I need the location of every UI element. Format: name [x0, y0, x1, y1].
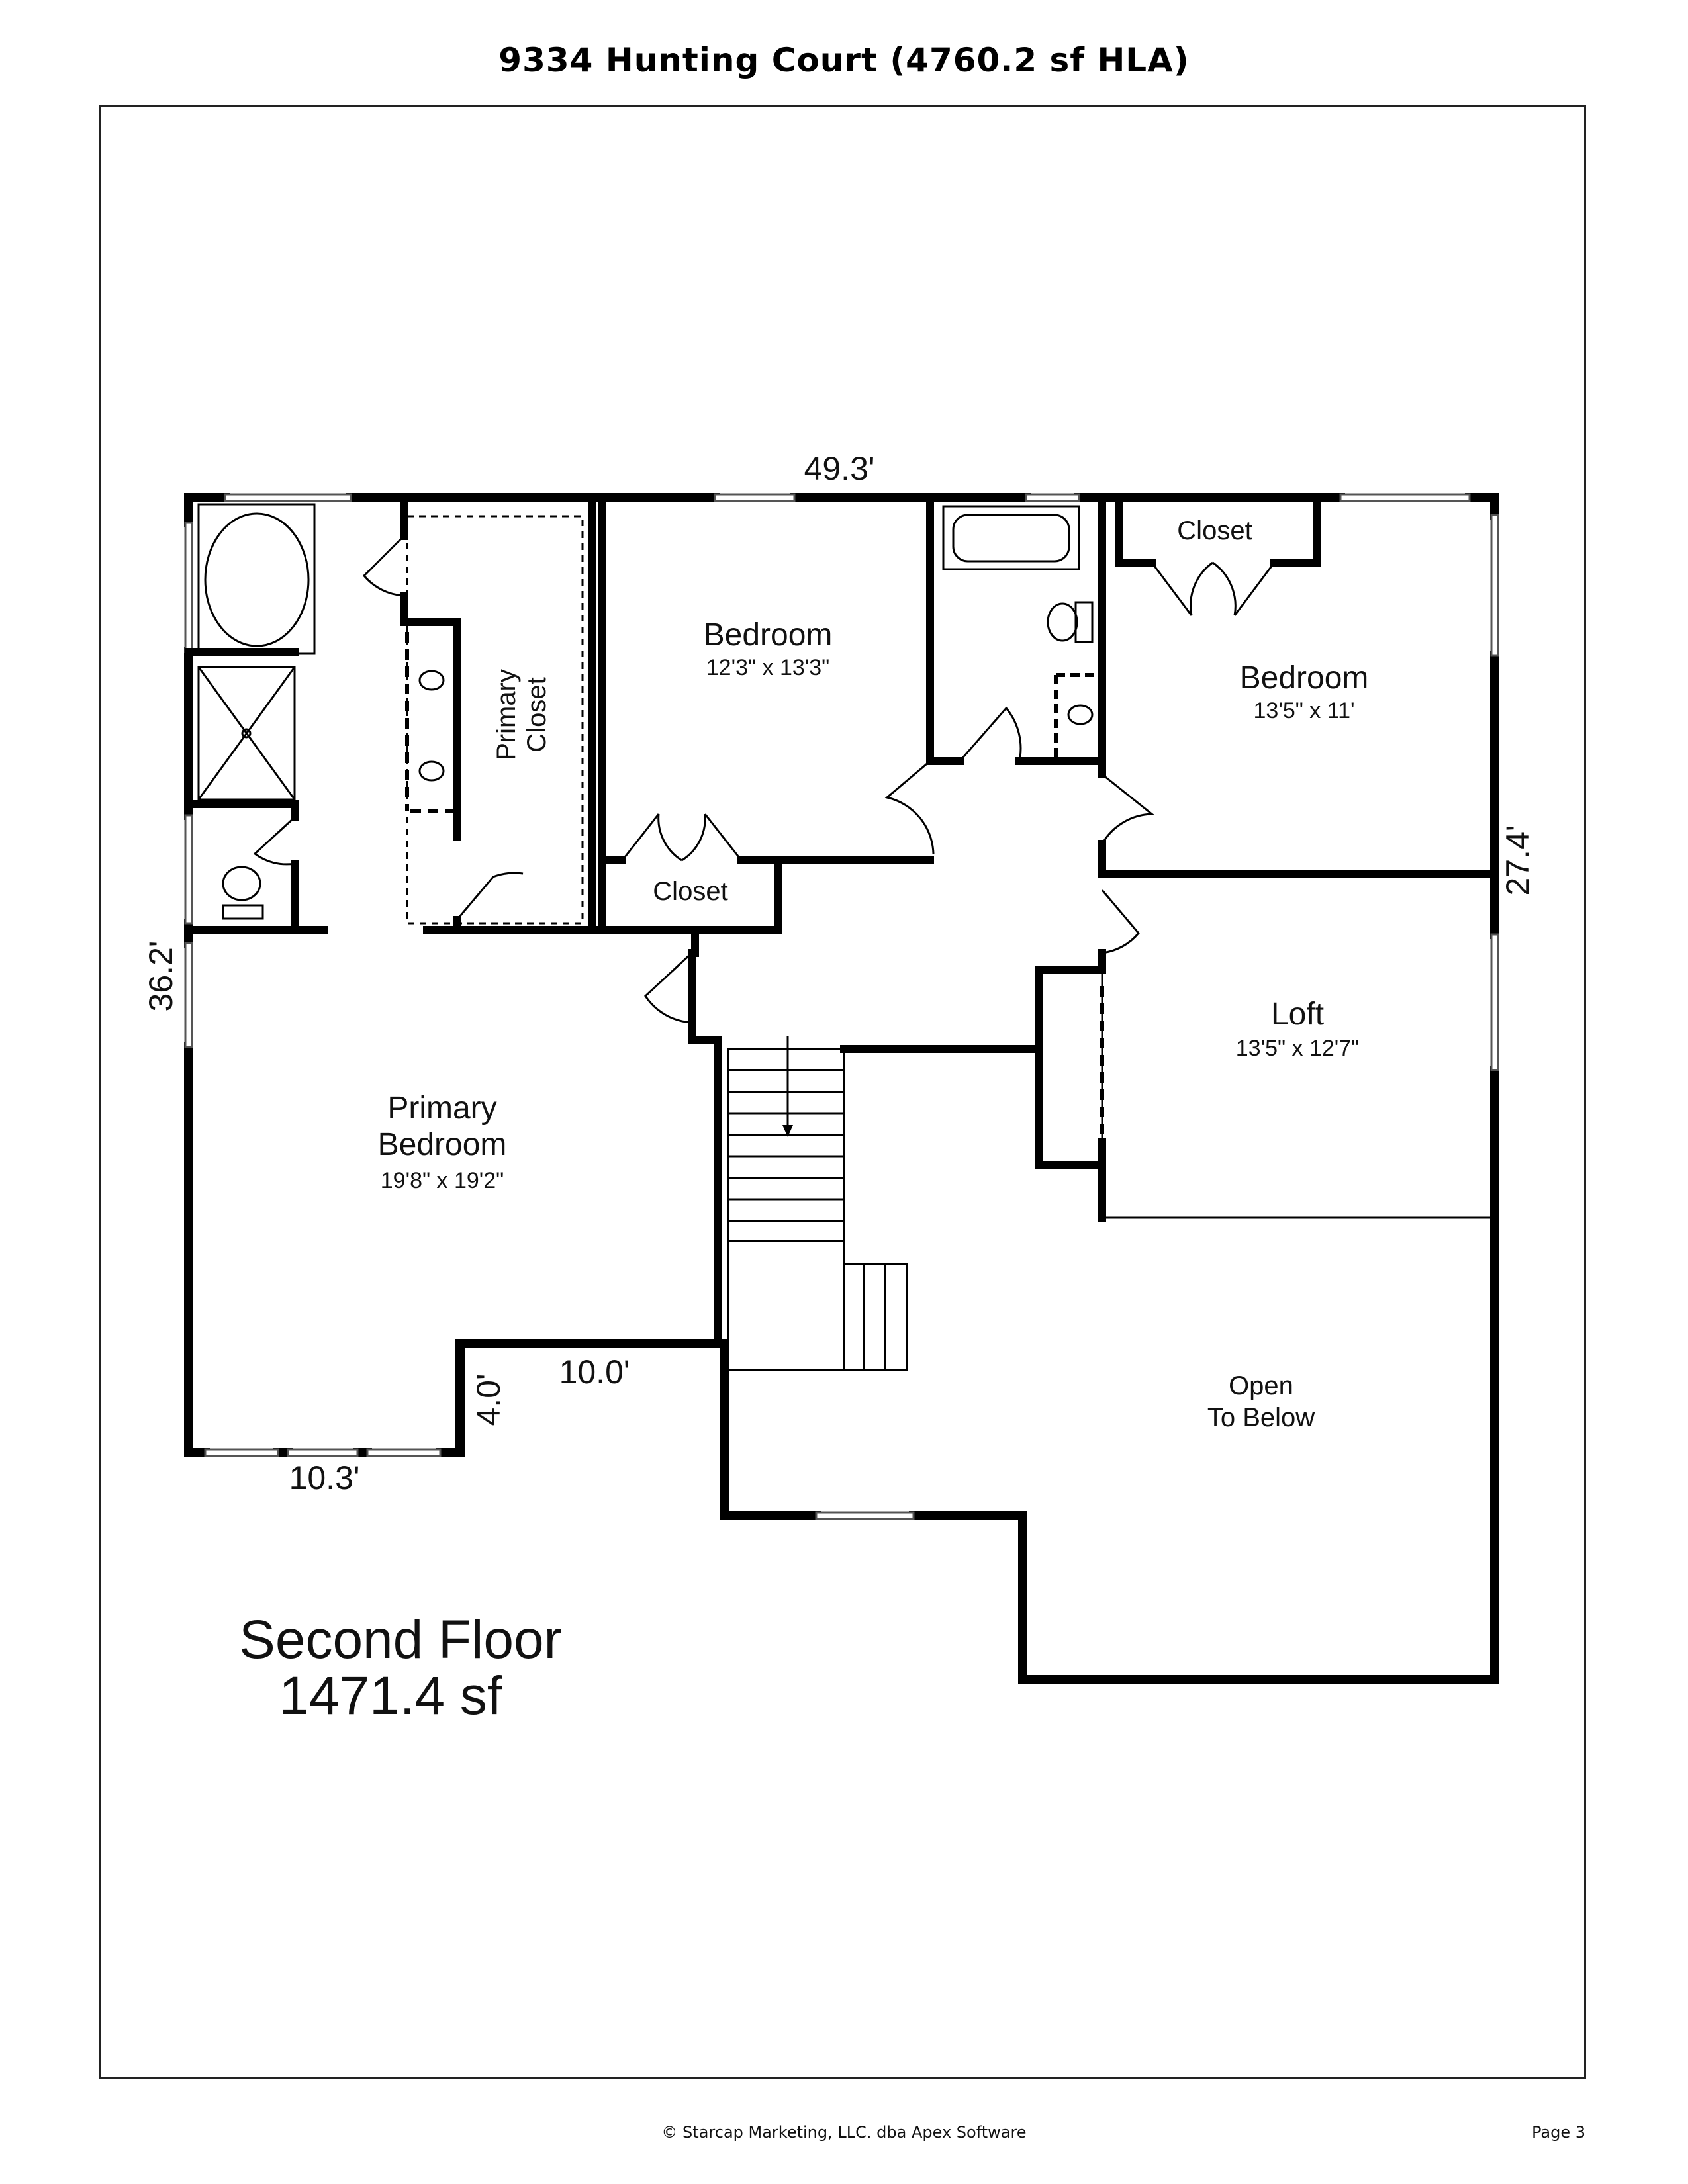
- dimension-notch-width: 10.0': [559, 1353, 630, 1390]
- closet-top-label: Closet: [1177, 516, 1252, 545]
- floor-name: Second Floor: [239, 1610, 562, 1670]
- thin-lines: [406, 515, 1495, 1371]
- closet-mid-label: Closet: [653, 877, 727, 906]
- vanity-counter: [1054, 673, 1102, 761]
- open-below-line1: Open: [1229, 1371, 1293, 1400]
- page-title: 9334 Hunting Court (4760.2 sf HLA): [498, 41, 1190, 79]
- page-number: Page 3: [1532, 2123, 1585, 2142]
- bedroom-1-label: Bedroom: [704, 617, 833, 653]
- primary-bedroom-line1: Primary: [387, 1091, 496, 1126]
- exterior-walls: [184, 493, 1499, 1684]
- copyright-footer: © Starcap Marketing, LLC. dba Apex Softw…: [661, 2123, 1027, 2142]
- floor-area: 1471.4 sf: [279, 1666, 502, 1726]
- stairs: [727, 1036, 908, 1371]
- interior-walls: [185, 494, 1499, 1347]
- stair-arrow-icon: [782, 1125, 793, 1137]
- loft-label: Loft: [1271, 997, 1324, 1032]
- dimension-notch-height: 4.0': [470, 1373, 507, 1426]
- primary-closet-line2: Closet: [522, 677, 551, 752]
- primary-bedroom-line2: Bedroom: [378, 1127, 507, 1162]
- bedroom-2-label: Bedroom: [1240, 660, 1369, 696]
- bedroom-2-dims: 13'5" x 11': [1254, 698, 1355, 723]
- primary-closet-line1: Primary: [492, 669, 521, 760]
- windows: [184, 493, 1499, 1520]
- dimension-left: 36.2': [142, 941, 179, 1012]
- loft-dims: 13'5" x 12'7": [1236, 1036, 1359, 1061]
- doors: [253, 535, 1276, 1024]
- bath-fixtures: [197, 503, 1094, 920]
- dimension-right: 27.4': [1499, 825, 1536, 896]
- bedroom-1-dims: 12'3" x 13'3": [706, 655, 829, 680]
- dimension-bottom-left: 10.3': [289, 1459, 360, 1496]
- open-below-line2: To Below: [1207, 1403, 1315, 1432]
- primary-closet-label: Primary Closet: [492, 669, 551, 760]
- drawing-frame: [99, 105, 1586, 2079]
- primary-bedroom-dims: 19'8" x 19'2": [381, 1168, 504, 1193]
- dimension-top: 49.3': [804, 450, 875, 487]
